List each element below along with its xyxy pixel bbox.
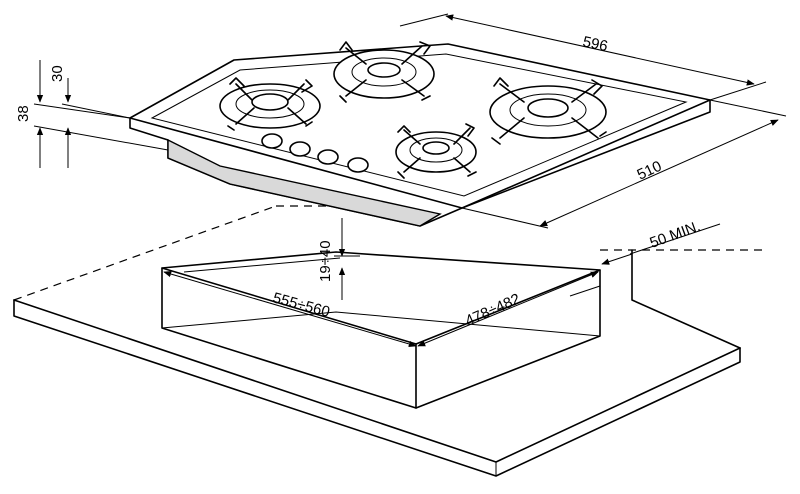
burner-rear-left (219, 77, 321, 131)
label-height-top: 30 (49, 65, 66, 82)
label-cutout-gap: 19÷40 (317, 240, 334, 282)
burner-rear-center (333, 41, 435, 103)
dimension-cutout-gap: 19÷40 (317, 218, 360, 300)
knob-4 (347, 157, 369, 173)
burner-front (395, 123, 477, 179)
dimension-width: 596 (399, 13, 767, 101)
knob-1 (261, 133, 283, 149)
label-cutout-width: 555÷560 (271, 289, 332, 321)
cutout-opening (161, 251, 601, 409)
label-width: 596 (581, 33, 609, 55)
label-min-clearance: 50 MIN. (648, 218, 703, 252)
dimension-cutout-width: 555÷560 (163, 270, 417, 348)
label-depth: 510 (635, 158, 665, 184)
knob-3 (317, 149, 339, 165)
control-knobs (261, 133, 369, 173)
label-cutout-depth: 478÷482 (463, 290, 523, 329)
dimension-min-clearance: 50 MIN. (569, 218, 721, 297)
label-height-total: 38 (15, 105, 32, 122)
hob (129, 41, 711, 227)
knob-2 (289, 141, 311, 157)
dimension-height: 38 30 (15, 60, 169, 168)
hob-body-shadow (167, 138, 442, 227)
dimension-cutout-depth: 478÷482 (417, 271, 599, 347)
